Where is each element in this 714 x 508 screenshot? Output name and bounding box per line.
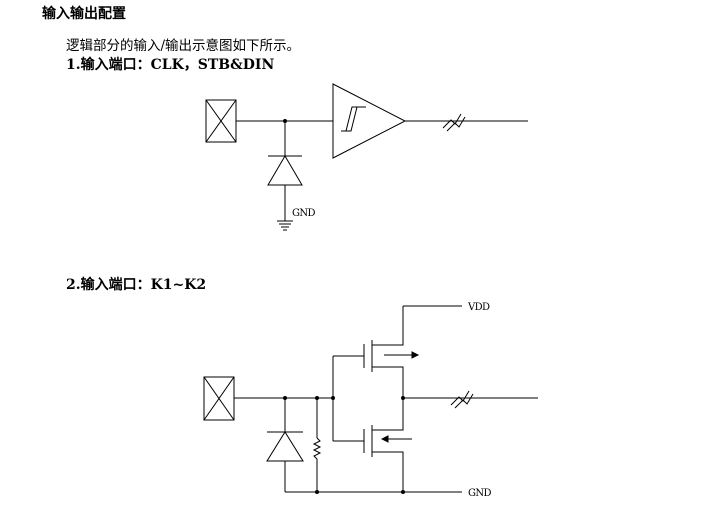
diode-icon bbox=[266, 398, 304, 492]
break-mark-icon bbox=[450, 390, 474, 409]
diagram1-heading: 1.输入端口：CLK，STB&DIN bbox=[66, 57, 275, 73]
section-title: 输入输出配置 bbox=[42, 6, 126, 22]
diode-icon bbox=[267, 121, 303, 221]
input-pad-icon bbox=[203, 376, 235, 421]
junction-dot bbox=[401, 490, 405, 494]
resistor-icon bbox=[312, 398, 322, 492]
break-mark-icon bbox=[442, 113, 466, 132]
diagram2: VDD GND bbox=[203, 302, 538, 499]
gnd-label: GND bbox=[292, 208, 316, 219]
gnd-label: GND bbox=[468, 488, 492, 499]
junction-dot bbox=[315, 490, 319, 494]
diagram1: GND bbox=[205, 83, 528, 231]
diagram2-heading: 2.输入端口：K1~K2 bbox=[66, 277, 207, 293]
nmos-transistor-icon bbox=[333, 398, 412, 492]
input-pad-icon bbox=[205, 99, 237, 143]
schmitt-buffer-icon bbox=[332, 83, 407, 159]
pmos-transistor-icon bbox=[333, 306, 420, 398]
ground-icon bbox=[277, 220, 293, 231]
vdd-label: VDD bbox=[467, 302, 490, 313]
intro-text: 逻辑部分的输入/输出示意图如下所示。 bbox=[66, 38, 301, 54]
